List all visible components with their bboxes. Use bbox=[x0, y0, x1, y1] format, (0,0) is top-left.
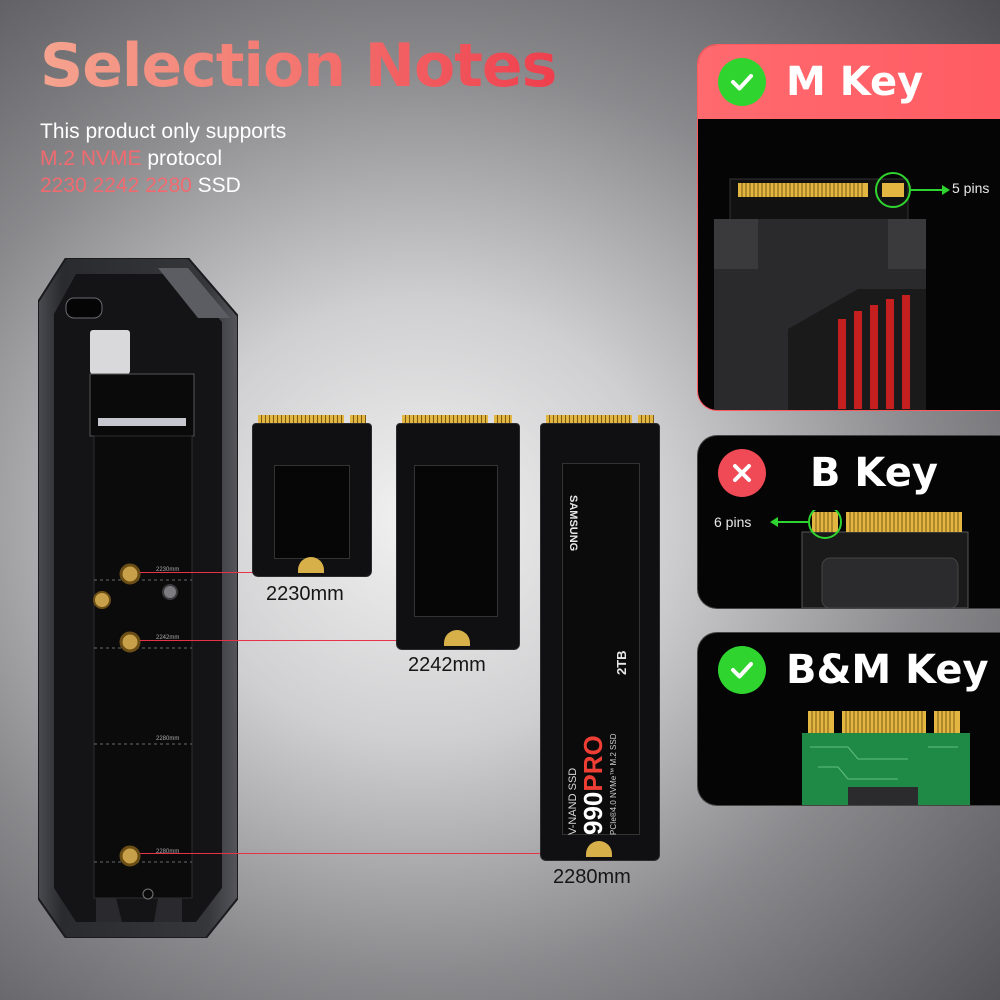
m-key-panel: M Key 5 pins bbox=[697, 44, 1000, 411]
enclosure-image: 2230mm 2242mm 2280mm 2280mm bbox=[38, 258, 238, 938]
m-key-label: M Key bbox=[786, 59, 924, 105]
sizes-highlight: 2230 2242 2280 bbox=[40, 174, 192, 197]
bm-key-connector-image bbox=[802, 711, 970, 805]
subtitle-line-1: This product only supports bbox=[40, 120, 287, 143]
size-label-2280: 2280mm bbox=[553, 866, 631, 888]
ssd-2280 bbox=[540, 415, 660, 861]
label-area bbox=[562, 463, 640, 835]
subtitle-line-2: M.2 NVME protocol bbox=[40, 147, 223, 170]
size-line-2280 bbox=[140, 853, 540, 854]
enclosure-mark-2280-a: 2280mm bbox=[156, 736, 179, 742]
product-line-text: V-NAND SSD bbox=[567, 768, 579, 835]
b-key-label: B Key bbox=[810, 450, 938, 496]
page-title: Selection Notes bbox=[40, 31, 557, 101]
b-key-connector-image bbox=[770, 510, 969, 608]
ssd-2242 bbox=[396, 415, 520, 650]
enclosure-mark-2230: 2230mm bbox=[156, 567, 179, 573]
mount-notch bbox=[586, 841, 612, 857]
b-key-pins-label: 6 pins bbox=[714, 514, 752, 530]
subtitle: This product only supports M.2 NVME prot… bbox=[40, 118, 286, 199]
ssd-2230 bbox=[252, 415, 372, 577]
capacity-text: 2TB bbox=[614, 650, 629, 675]
flash-chip bbox=[414, 465, 498, 617]
enclosure-mark-2280-b: 2280mm bbox=[156, 849, 179, 855]
size-line-2230 bbox=[140, 572, 260, 573]
m-key-pins-label: 5 pins bbox=[952, 180, 990, 196]
enclosure-mark-2242: 2242mm bbox=[156, 635, 179, 641]
mount-notch bbox=[444, 630, 470, 646]
size-label-2230: 2230mm bbox=[266, 583, 344, 605]
brand-text: SAMSUNG bbox=[567, 495, 579, 551]
spec-text: PCIe®4.0 NVMe™ M.2 SSD bbox=[609, 733, 618, 835]
ssd-2280-label: SAMSUNG 2TB V-NAND SSD 990PRO PCIe®4.0 N… bbox=[567, 495, 629, 835]
size-line-2242 bbox=[140, 640, 400, 641]
check-icon bbox=[718, 58, 766, 106]
cross-icon bbox=[718, 449, 766, 497]
model-number: 990PRO bbox=[578, 735, 608, 835]
protocol-highlight: M.2 NVME bbox=[40, 147, 142, 170]
check-icon bbox=[718, 646, 766, 694]
bm-key-label: B&M Key bbox=[786, 647, 989, 693]
mount-notch bbox=[298, 557, 324, 573]
m-key-connector-image bbox=[714, 172, 950, 410]
size-label-2242: 2242mm bbox=[408, 654, 486, 676]
subtitle-line-3: 2230 2242 2280 SSD bbox=[40, 174, 241, 197]
bm-key-panel: B&M Key bbox=[697, 632, 1000, 806]
b-key-panel: B Key 6 pins bbox=[697, 435, 1000, 609]
controller-chip bbox=[274, 465, 350, 559]
